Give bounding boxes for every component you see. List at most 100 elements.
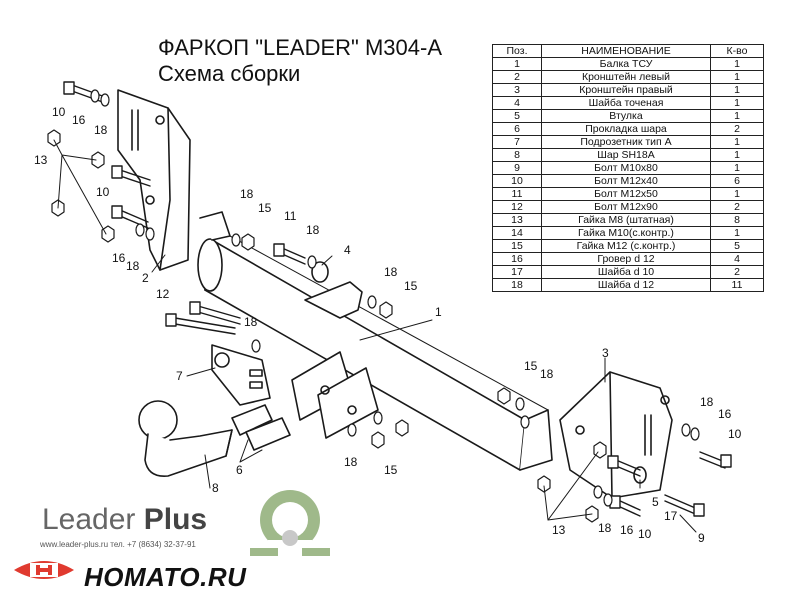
cell-position: 6 — [492, 122, 542, 136]
callout-16-right: 16 — [718, 407, 732, 421]
cell-quantity: 1 — [710, 96, 764, 110]
callout-16-top: 16 — [72, 113, 86, 127]
callout-13-left: 13 — [34, 153, 48, 167]
cell-position: 5 — [492, 109, 542, 123]
cell-name: Гайка М12 (с.контр.) — [541, 239, 711, 253]
cell-quantity: 4 — [710, 252, 764, 266]
cell-position: 10 — [492, 174, 542, 188]
callout-17: 17 — [664, 509, 678, 523]
callout-10-bottom: 10 — [638, 527, 652, 541]
callout-18-g: 18 — [540, 367, 554, 381]
site-logo-text: HOMATO.RU — [84, 562, 247, 592]
cell-position: 8 — [492, 148, 542, 162]
callout-12: 12 — [156, 287, 170, 301]
header-position: Поз. — [492, 44, 542, 58]
cell-name: Кронштейн левый — [541, 70, 711, 84]
beam-mount-plates — [291, 351, 379, 439]
cell-position: 1 — [492, 57, 542, 71]
callout-15-d: 15 — [384, 463, 398, 477]
callout-15-b: 15 — [404, 279, 418, 293]
callout-6: 6 — [236, 463, 243, 477]
cell-name: Шайба d 12 — [541, 278, 711, 292]
cell-name: Прокладка шара — [541, 122, 711, 136]
cell-name: Болт М12х50 — [541, 187, 711, 201]
cell-quantity: 5 — [710, 239, 764, 253]
header-quantity: К-во — [710, 44, 764, 58]
right-bracket-part — [559, 371, 673, 499]
cell-position: 4 — [492, 96, 542, 110]
callout-15-c: 15 — [524, 359, 538, 373]
cell-name: Кронштейн правый — [541, 83, 711, 97]
callout-18-i: 18 — [700, 395, 714, 409]
callout-10-right: 10 — [728, 427, 742, 441]
cell-position: 7 — [492, 135, 542, 149]
cell-position: 3 — [492, 83, 542, 97]
cell-quantity: 2 — [710, 265, 764, 279]
nuts-and-washers — [47, 89, 700, 523]
cell-quantity: 1 — [710, 187, 764, 201]
cell-position: 14 — [492, 226, 542, 240]
turned-washer-part — [304, 261, 363, 319]
callout-18-e: 18 — [384, 265, 398, 279]
callout-2: 2 — [142, 271, 149, 285]
callout-8: 8 — [212, 481, 219, 495]
cell-position: 17 — [492, 265, 542, 279]
cell-quantity: 1 — [710, 57, 764, 71]
callout-13-right: 13 — [552, 523, 566, 537]
callout-9: 9 — [698, 531, 705, 545]
homato-emblem-icon — [14, 561, 74, 579]
callout-18-c: 18 — [240, 187, 254, 201]
callout-7: 7 — [176, 369, 183, 383]
callout-18-h: 18 — [344, 455, 358, 469]
cell-name: Гайка М10(с.контр.) — [541, 226, 711, 240]
cell-quantity: 1 — [710, 148, 764, 162]
callout-18-b: 18 — [126, 259, 140, 273]
cell-quantity: 6 — [710, 174, 764, 188]
callout-18-d: 18 — [306, 223, 320, 237]
callout-15-a: 15 — [258, 201, 272, 215]
cell-name: Шар SH18A — [541, 148, 711, 162]
tow-beam-part — [197, 211, 553, 471]
cell-quantity: 1 — [710, 83, 764, 97]
cell-name: Гайка М8 (штатная) — [541, 213, 711, 227]
cell-position: 16 — [492, 252, 542, 266]
callout-18-f: 18 — [244, 315, 258, 329]
callout-16-bottom: 16 — [620, 523, 634, 537]
cell-quantity: 11 — [710, 278, 764, 292]
cell-quantity: 2 — [710, 200, 764, 214]
cell-name: Болт М12х90 — [541, 200, 711, 214]
bolts — [63, 81, 732, 517]
cell-quantity: 1 — [710, 135, 764, 149]
cell-name: Подрозетник тип А — [541, 135, 711, 149]
cell-quantity: 1 — [710, 109, 764, 123]
callout-5: 5 — [652, 495, 659, 509]
callout-10-top: 10 — [52, 105, 66, 119]
callout-4: 4 — [344, 243, 351, 257]
cell-quantity: 1 — [710, 70, 764, 84]
contact-info: www.leader-plus.ru тел. +7 (8634) 32-37-… — [40, 540, 196, 549]
tow-ball-part — [138, 400, 233, 477]
cell-name: Болт М12х40 — [541, 174, 711, 188]
callout-3: 3 — [602, 346, 609, 360]
cell-position: 15 — [492, 239, 542, 253]
left-bracket-part — [117, 89, 191, 271]
socket-holder-part — [211, 344, 271, 406]
cell-position: 11 — [492, 187, 542, 201]
leader-plus-logo-text: Leader Plus — [42, 503, 208, 536]
callout-18-j: 18 — [598, 521, 612, 535]
header-name: НАИМЕНОВАНИЕ — [541, 44, 711, 58]
cell-quantity: 1 — [710, 161, 764, 175]
callout-10-left: 10 — [96, 185, 110, 199]
